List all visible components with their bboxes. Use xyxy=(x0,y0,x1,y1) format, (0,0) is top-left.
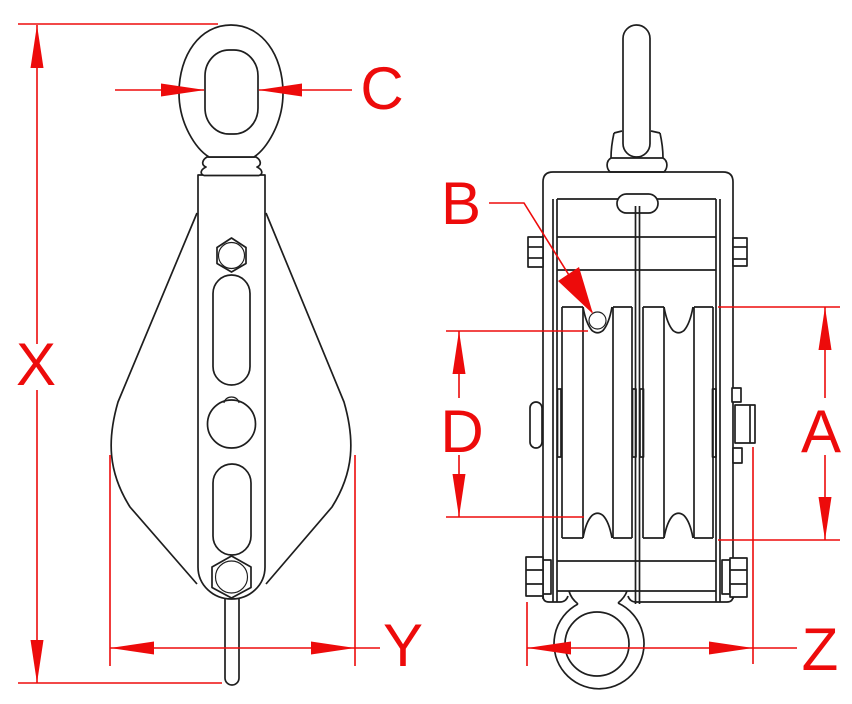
lower-spacer-strap xyxy=(557,560,716,592)
eye-outer xyxy=(178,24,284,158)
dim-label-a: A xyxy=(801,398,841,465)
frame-bottom-right xyxy=(627,595,734,603)
dimension-b: B xyxy=(441,170,593,314)
axle-head-left xyxy=(529,401,543,449)
upper-bolt-right xyxy=(732,237,748,267)
swivel-cup-right xyxy=(659,132,664,159)
lower-slot xyxy=(212,463,252,556)
swivel-cup-left xyxy=(610,132,615,159)
swivel-rim-tick-right xyxy=(650,130,661,134)
upper-slot xyxy=(212,274,251,386)
swivel-flange xyxy=(606,157,668,173)
upper-bolt-left xyxy=(527,236,544,268)
dimension-a: A xyxy=(718,306,841,541)
dimension-y: Y xyxy=(109,455,423,679)
dimension-d: D xyxy=(440,330,588,518)
axle-hub-marks xyxy=(556,388,717,458)
upper-spacer-strap xyxy=(557,236,716,271)
cheek-left-edge xyxy=(110,212,198,585)
dimension-layer: X C Y B xyxy=(16,23,841,684)
dim-label-z: Z xyxy=(802,616,839,683)
eye-opening xyxy=(204,49,259,135)
lower-bolt-right xyxy=(721,557,748,598)
bottom-pin xyxy=(224,592,240,686)
dim-label-y: Y xyxy=(383,612,423,679)
rope-groove-circle xyxy=(588,311,607,330)
dimension-x: X xyxy=(16,23,222,684)
bottom-hex-nut xyxy=(211,555,252,599)
dim-label-b: B xyxy=(441,170,481,237)
cheek-right-edge xyxy=(265,212,352,585)
dim-label-x: X xyxy=(16,331,56,398)
swivel-collar xyxy=(200,156,263,177)
dim-label-d: D xyxy=(440,398,483,465)
frame-outline xyxy=(542,171,734,599)
axle-hub-circle xyxy=(206,399,257,449)
swivel-rim-tick-left xyxy=(613,130,623,134)
axle-latch-right xyxy=(731,387,756,464)
dim-label-c: C xyxy=(360,55,403,122)
sheave-right xyxy=(642,306,714,539)
eye-side xyxy=(622,24,651,158)
top-hex-nut xyxy=(216,237,247,273)
dimension-c: C xyxy=(115,55,404,122)
dimension-z: Z xyxy=(526,447,839,683)
frame-bottom-left xyxy=(542,595,569,603)
top-slot xyxy=(616,193,659,214)
side-view xyxy=(525,24,756,690)
sheave-left xyxy=(561,306,633,539)
becket-ring xyxy=(553,590,645,690)
lower-bolt-left xyxy=(525,556,552,597)
center-strap xyxy=(197,174,266,600)
front-view xyxy=(110,24,352,686)
